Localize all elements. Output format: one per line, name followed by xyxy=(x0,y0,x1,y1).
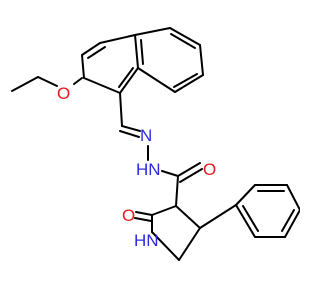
structure-canvas: O N HN O O HN xyxy=(11,27,300,261)
bond-ring-phenyl xyxy=(199,204,237,229)
lactam-nh-label: HN xyxy=(134,231,159,250)
hydrazide-nh-label: HN xyxy=(136,160,161,179)
bond-o-ch2 xyxy=(37,76,58,87)
bond xyxy=(178,227,201,261)
bond xyxy=(286,184,300,211)
bond-ch-n-double xyxy=(119,130,140,138)
bond xyxy=(81,42,101,56)
naphthalene-right-ring xyxy=(134,27,204,93)
bond xyxy=(151,205,177,216)
hydrazone-linker: N HN xyxy=(119,92,179,179)
bond-nh-c xyxy=(161,170,179,177)
bond xyxy=(119,67,139,94)
bond xyxy=(137,67,176,93)
bond xyxy=(134,34,139,69)
bond-lactam-co-double xyxy=(134,217,152,222)
bond xyxy=(151,231,180,261)
bond xyxy=(284,209,300,238)
imine-nitrogen-label: N xyxy=(140,126,152,145)
bond xyxy=(83,77,121,94)
bond-c-o xyxy=(73,77,83,85)
pyrrolidinone-ring: O HN xyxy=(122,205,201,261)
bond xyxy=(99,34,136,44)
double-bond-inner xyxy=(173,73,198,88)
bond xyxy=(169,27,201,46)
double-bond-inner xyxy=(170,33,196,49)
amide-carbonyl: O xyxy=(175,160,216,207)
bond-ch-n-double xyxy=(121,125,141,132)
double-bond-inner xyxy=(242,205,259,232)
phenyl-ring xyxy=(199,184,300,238)
double-bond-inner xyxy=(140,39,144,65)
ether-oxygen-label: O xyxy=(57,84,70,103)
bond xyxy=(174,74,204,93)
bond-ring-ch xyxy=(119,92,123,127)
molecule-drawing: O N HN O O HN xyxy=(11,27,300,261)
double-bond-inner xyxy=(281,209,295,232)
bond-ch2-ch3 xyxy=(11,76,39,92)
bond xyxy=(81,54,85,79)
bond-c-ring xyxy=(175,175,179,207)
bond xyxy=(199,44,204,76)
bond xyxy=(235,204,256,238)
amide-oxygen-label: O xyxy=(203,160,216,179)
double-bond-inner xyxy=(87,46,106,59)
bond xyxy=(175,205,201,229)
bond-c-o xyxy=(177,162,201,177)
bond xyxy=(134,27,171,36)
double-bond-inner xyxy=(118,67,134,88)
bond xyxy=(235,184,256,206)
naphthalene-left-ring xyxy=(81,34,139,94)
ethoxy-group: O xyxy=(11,76,83,103)
lactam-oxygen-label: O xyxy=(122,206,135,225)
bond-lactam-co xyxy=(135,211,153,216)
bond-c-o-double xyxy=(179,168,203,183)
